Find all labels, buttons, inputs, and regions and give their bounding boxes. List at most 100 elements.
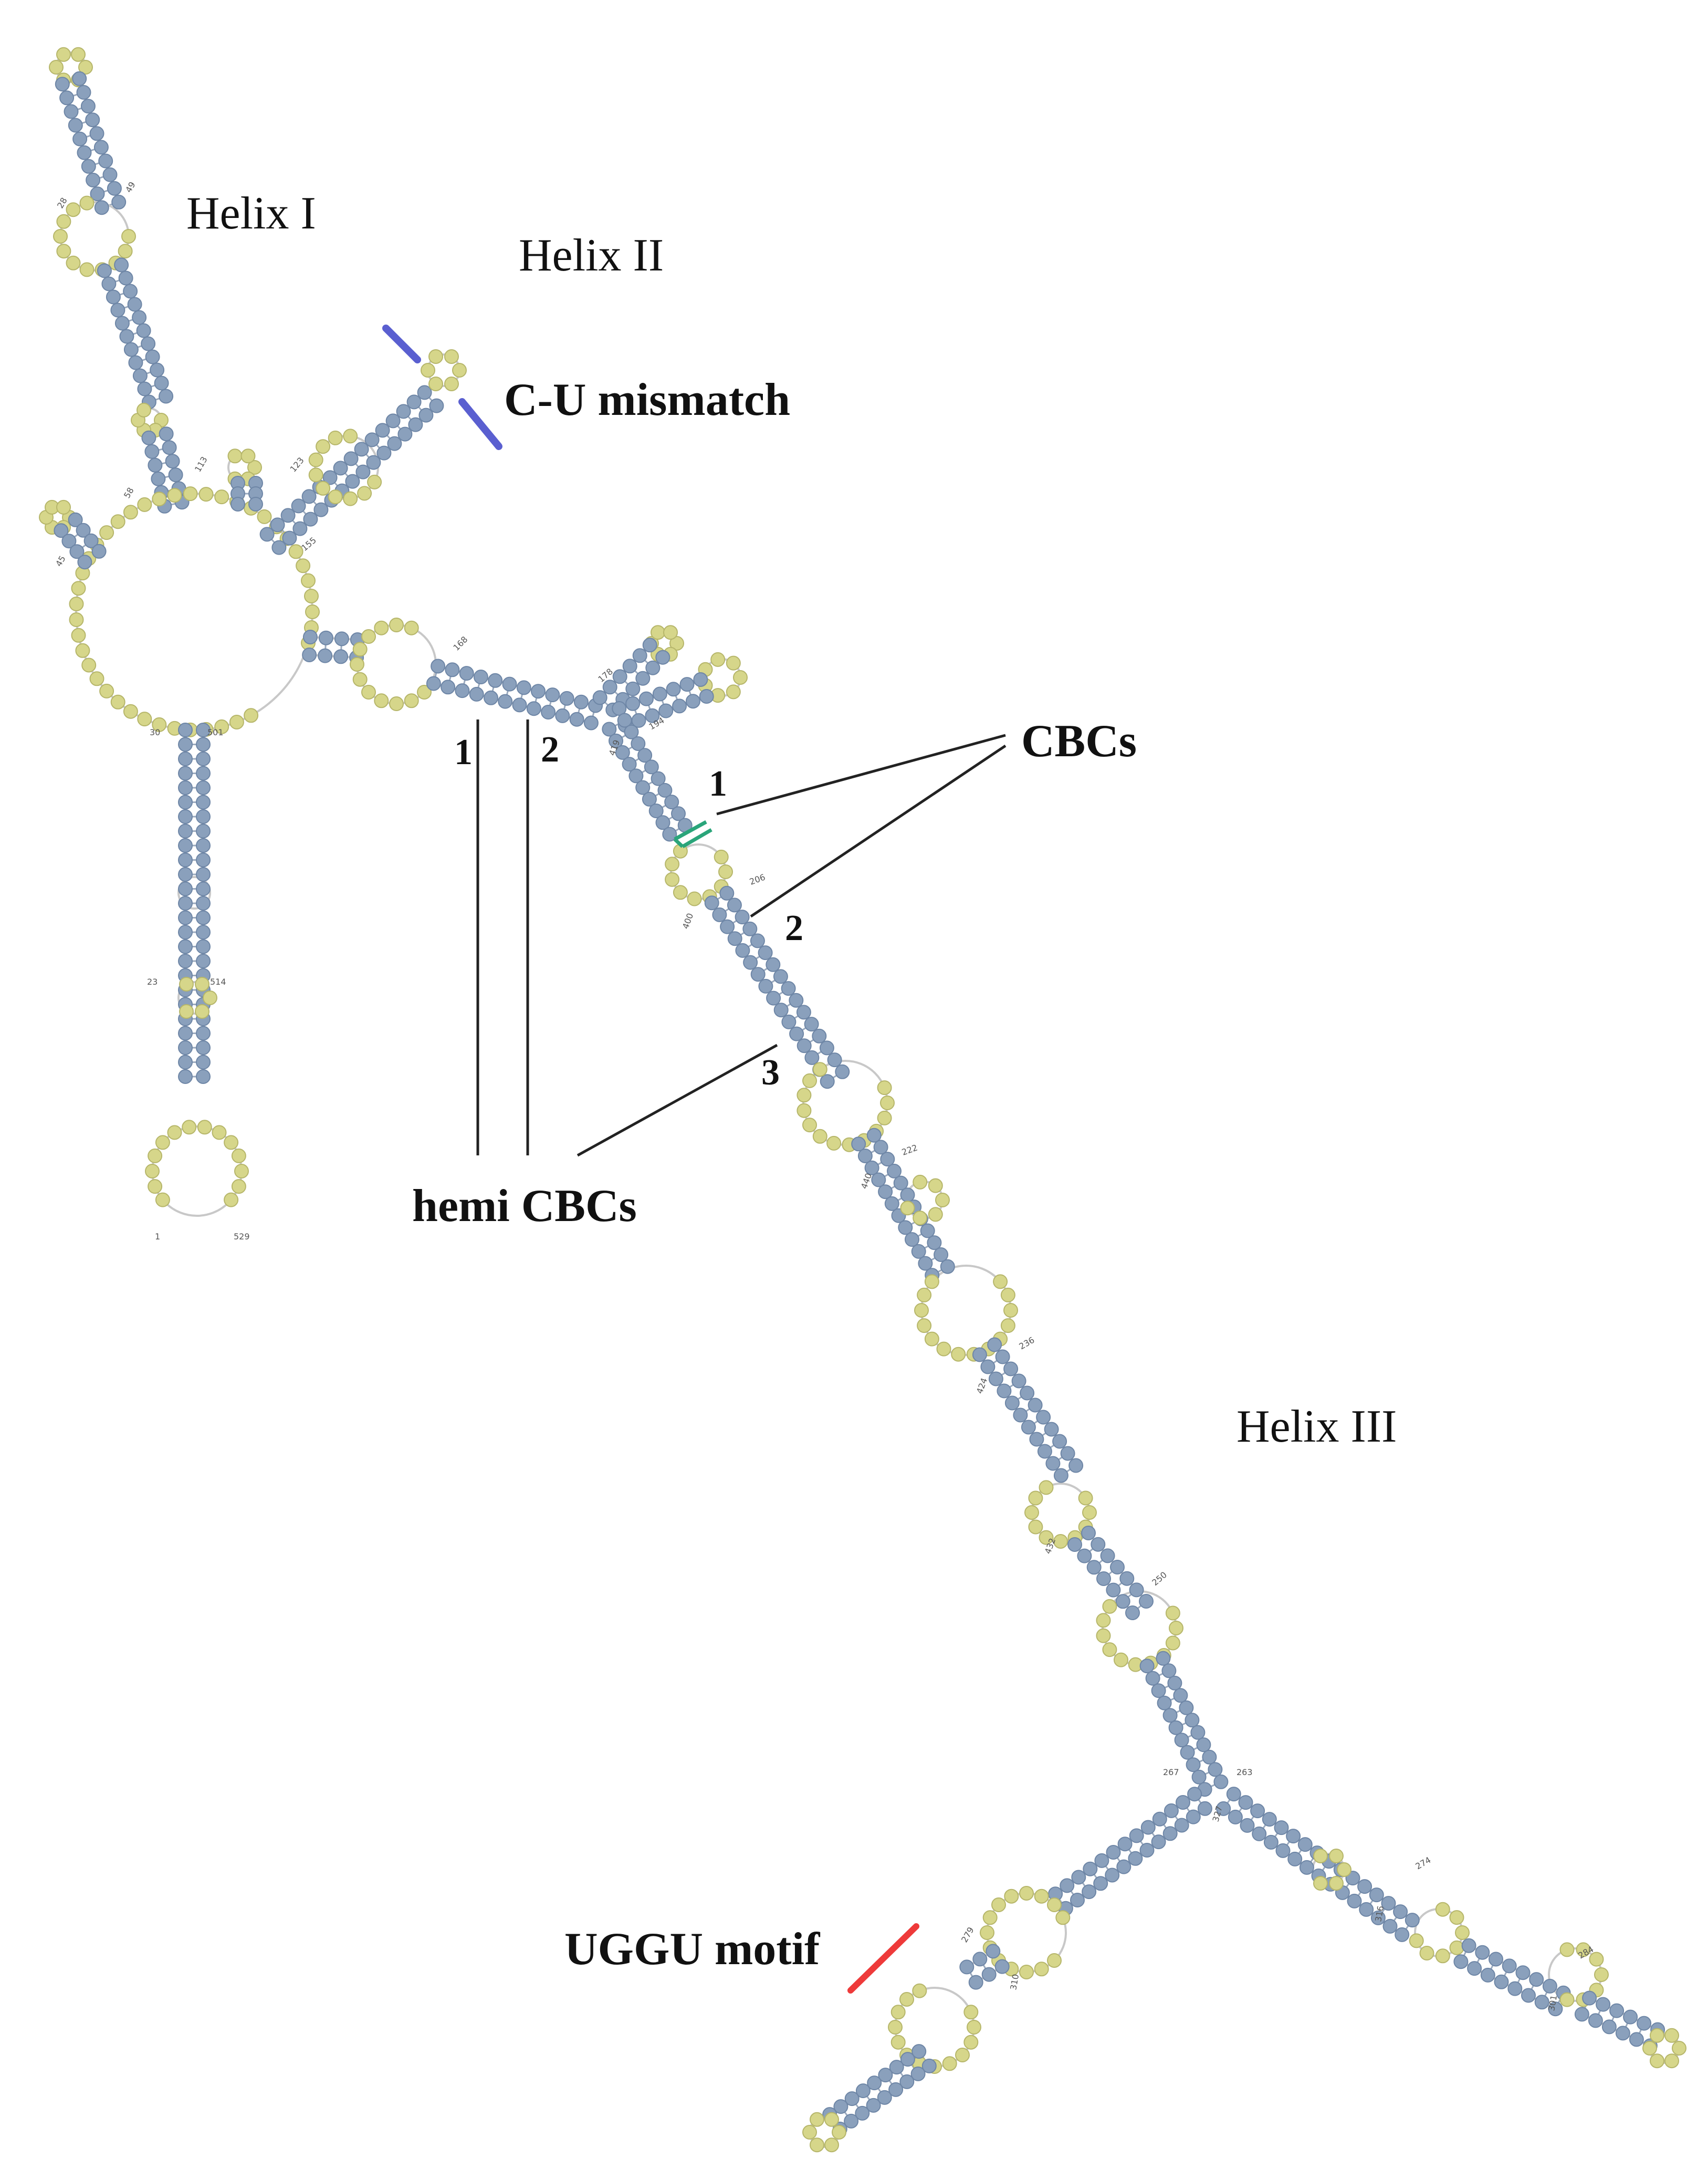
- unpaired-base: [1000, 1318, 1015, 1333]
- paired-base: [168, 467, 183, 483]
- paired-base: [364, 432, 380, 447]
- unpaired-base: [79, 262, 95, 277]
- paired-base: [727, 898, 742, 913]
- unpaired-base: [231, 1148, 246, 1163]
- unpaired-base: [1650, 2053, 1664, 2069]
- paired-base: [573, 694, 589, 710]
- paired-base: [1044, 1422, 1059, 1437]
- paired-base: [1180, 1745, 1195, 1760]
- unpaired-base: [296, 558, 311, 573]
- paired-base: [178, 1026, 193, 1041]
- paired-base: [101, 276, 117, 291]
- paired-base: [1467, 1961, 1482, 1976]
- paired-base: [531, 684, 546, 699]
- unpaired-base: [726, 655, 741, 671]
- paired-base: [1187, 1787, 1202, 1802]
- paired-base: [301, 489, 317, 504]
- paired-base: [569, 712, 584, 727]
- paired-base: [1145, 1671, 1160, 1686]
- paired-base: [1164, 1803, 1179, 1818]
- paired-base: [812, 1028, 827, 1044]
- unpaired-base: [137, 402, 151, 418]
- paired-base: [898, 1220, 913, 1235]
- paired-base: [617, 713, 632, 728]
- paired-base: [333, 649, 349, 664]
- paired-base: [354, 442, 369, 457]
- paired-base: [318, 630, 333, 645]
- unpaired-base: [1114, 1652, 1128, 1667]
- paired-base: [1173, 1688, 1188, 1703]
- paired-base: [282, 530, 297, 546]
- paired-base: [291, 498, 306, 514]
- paired-base: [178, 737, 193, 752]
- paired-base: [628, 768, 644, 784]
- position-label: 49: [123, 180, 138, 194]
- paired-base: [111, 194, 127, 210]
- paired-base: [1013, 1407, 1028, 1423]
- paired-base: [178, 881, 193, 896]
- paired-base: [940, 1259, 955, 1274]
- position-label: 168: [451, 634, 469, 653]
- paired-base: [1347, 1893, 1362, 1908]
- unpaired-base: [110, 514, 125, 529]
- unpaired-base: [212, 1125, 227, 1140]
- paired-base: [76, 85, 91, 100]
- paired-base: [159, 426, 174, 442]
- paired-base: [1250, 1803, 1265, 1819]
- unpaired-base: [328, 430, 343, 445]
- unpaired-base: [718, 864, 733, 879]
- paired-base: [230, 497, 245, 512]
- unpaired-base: [963, 2005, 979, 2020]
- paired-base: [789, 1026, 804, 1041]
- unpaired-base: [1034, 1889, 1049, 1904]
- unpaired-base: [71, 581, 86, 596]
- paired-base: [631, 736, 646, 751]
- unpaired-base: [167, 1125, 182, 1140]
- unpaired-base: [665, 857, 680, 872]
- paired-base: [758, 945, 773, 961]
- unpaired-base: [1165, 1635, 1180, 1651]
- cbc-line-2: [750, 744, 1007, 918]
- paired-base: [652, 686, 667, 702]
- paired-base: [1542, 1978, 1557, 1994]
- paired-base: [1093, 1876, 1108, 1891]
- paired-base: [408, 417, 423, 432]
- paired-base: [1186, 1757, 1201, 1772]
- paired-base: [417, 385, 432, 400]
- paired-base: [469, 686, 484, 702]
- paired-base: [1052, 1434, 1067, 1449]
- paired-base: [1240, 1818, 1255, 1833]
- hemi-cbc-number-1: 1: [454, 732, 473, 773]
- unpaired-base: [810, 2137, 824, 2153]
- paired-base: [1152, 1811, 1167, 1827]
- paired-base: [583, 715, 599, 731]
- paired-base: [855, 2105, 870, 2121]
- unpaired-base: [917, 1287, 932, 1302]
- paired-base: [178, 954, 193, 968]
- unpaired-base: [797, 1088, 812, 1103]
- paired-base: [61, 534, 77, 549]
- cu-mismatch-label: C-U mismatch: [504, 374, 790, 425]
- unpaired-base: [1039, 1480, 1054, 1495]
- paired-base: [625, 681, 641, 696]
- hemi-cbc-line-3: [577, 1044, 778, 1157]
- unpaired-base: [389, 696, 404, 711]
- unpaired-base: [81, 658, 97, 673]
- paired-base: [639, 691, 654, 706]
- unpaired-base: [99, 525, 114, 540]
- paired-base: [85, 112, 100, 128]
- paired-base: [196, 752, 211, 766]
- paired-base: [93, 140, 109, 155]
- paired-base: [1216, 1801, 1231, 1816]
- paired-base: [375, 423, 390, 438]
- paired-base: [132, 368, 148, 383]
- paired-base: [1574, 2007, 1589, 2022]
- unpaired-base: [288, 544, 303, 559]
- paired-base: [144, 444, 160, 459]
- paired-base: [106, 289, 121, 305]
- paired-base: [141, 430, 156, 445]
- paired-base: [1369, 1887, 1384, 1903]
- unpaired-base: [687, 891, 702, 906]
- paired-base: [343, 451, 359, 466]
- paired-base: [1179, 1700, 1194, 1715]
